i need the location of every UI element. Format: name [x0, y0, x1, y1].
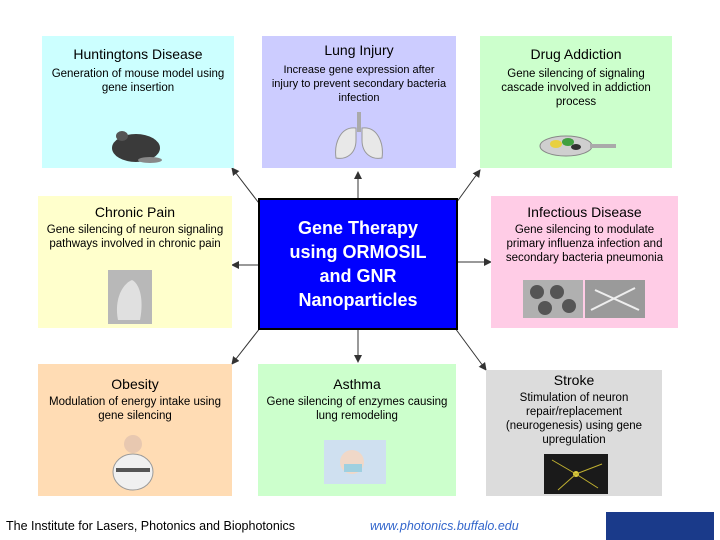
box-description: Gene silencing of signaling cascade invo… — [501, 68, 651, 108]
box-title: Infectious Disease — [527, 204, 642, 220]
box-infectious-disease: Infectious Disease Gene silencing to mod… — [491, 196, 678, 328]
box-title: Drug Addiction — [530, 46, 622, 62]
box-drug-addiction: Drug Addiction Gene silencing of signali… — [480, 36, 672, 168]
child-inhaler-image — [324, 440, 386, 484]
box-obesity: Obesity Modulation of energy intake usin… — [38, 364, 232, 496]
neuron-image — [544, 454, 608, 494]
pills-spoon-image — [539, 135, 616, 157]
box-title: Stroke — [553, 372, 595, 388]
center-gene-therapy: Gene Therapy using ORMOSIL and GNR Nanop… — [258, 198, 458, 330]
box-description: Stimulation of neuron repair/replacement… — [505, 392, 643, 446]
footer-institute: The Institute for Lasers, Photonics and … — [6, 519, 296, 533]
box-description: Gene silencing of enzymes causing lung r… — [266, 396, 448, 422]
box-asthma: Asthma Gene silencing of enzymes causing… — [258, 364, 456, 496]
box-title: Huntingtons Disease — [73, 46, 203, 62]
box-huntingtons: Huntingtons Disease Generation of mouse … — [42, 36, 234, 168]
box-description: Increase gene expression after injury to… — [271, 64, 447, 104]
box-title: Asthma — [333, 376, 381, 392]
obese-man-image — [112, 435, 154, 491]
virus-image — [523, 280, 645, 318]
footer-url[interactable]: www.photonics.buffalo.edu — [370, 519, 519, 533]
box-chronic-pain: Chronic Pain Gene silencing of neuron si… — [38, 196, 232, 328]
mouse-image — [112, 131, 162, 163]
box-title: Lung Injury — [324, 42, 394, 58]
box-description: Generation of mouse model using gene ins… — [51, 68, 225, 94]
hand-image — [108, 270, 152, 324]
box-title: Chronic Pain — [94, 204, 176, 220]
lungs-image — [335, 112, 383, 159]
box-title: Obesity — [111, 376, 159, 392]
box-description: Modulation of energy intake using gene s… — [49, 396, 221, 422]
university-logo — [606, 512, 714, 540]
box-description: Gene silencing to modulate primary influ… — [505, 224, 664, 264]
box-description: Gene silencing of neuron signaling pathw… — [46, 224, 224, 250]
box-lung-injury: Lung Injury Increase gene expression aft… — [262, 36, 456, 168]
center-title: Gene Therapy using ORMOSIL and GNR Nanop… — [289, 218, 427, 310]
box-stroke: Stroke Stimulation of neuron repair/repl… — [486, 370, 662, 496]
